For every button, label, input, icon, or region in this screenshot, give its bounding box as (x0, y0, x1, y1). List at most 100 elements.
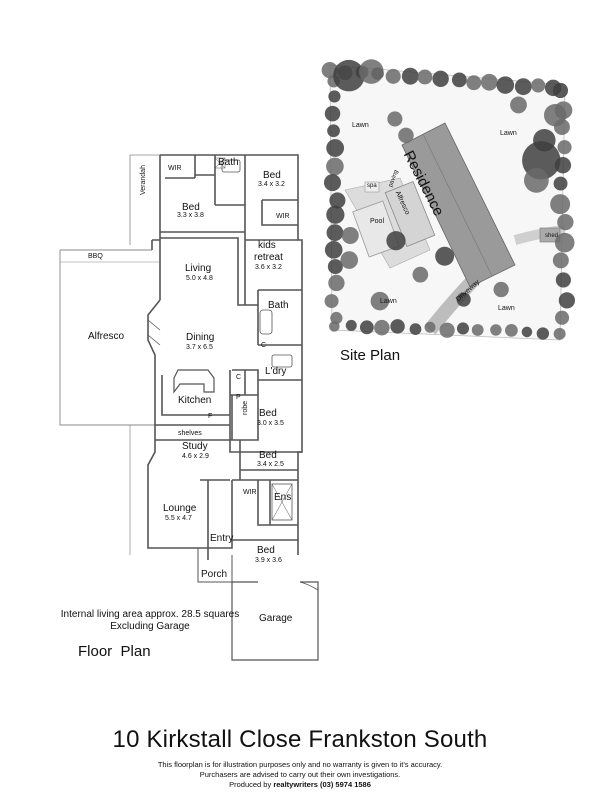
room-label-kids: kids (258, 240, 276, 251)
tree (324, 105, 341, 122)
room-label-dining: Dining (186, 332, 215, 343)
tree (386, 231, 406, 251)
tree (329, 192, 346, 209)
tree (385, 68, 401, 84)
bbq-label: BBQ (88, 253, 103, 260)
tree (439, 322, 455, 338)
room-label-bath-mid: Bath (268, 300, 289, 311)
room-label-wir-ens: WIR (243, 489, 257, 496)
tree (557, 140, 572, 155)
tree (555, 272, 571, 288)
area-note-line1: Internal living area approx. 28.5 square… (60, 609, 240, 620)
tree (424, 321, 436, 333)
verandah-label: Verandah (140, 165, 147, 195)
tree (432, 70, 449, 88)
producer-credit: Produced by realtywriters (03) 5974 1586 (0, 780, 600, 790)
alfresco-outline (59, 249, 160, 426)
property-address: 10 Kirkstall Close Frankston South (112, 726, 488, 753)
room-label-garage: Garage (259, 613, 293, 624)
tree (558, 292, 576, 309)
disclaimer-line1: This floorplan is for illustration purpo… (157, 760, 443, 769)
tree (401, 67, 419, 85)
house-outer-wall (147, 154, 303, 560)
tree (456, 322, 470, 335)
tree (471, 324, 484, 336)
room-dims-bed-mid: 3.0 x 3.5 (257, 420, 284, 427)
tree (514, 78, 532, 96)
tree (326, 205, 345, 224)
tree (324, 294, 339, 309)
garage-outline (231, 581, 319, 661)
room-label-bed-mid: Bed (259, 408, 277, 419)
tree (330, 311, 343, 325)
site-label-lawn-top-right: Lawn (500, 130, 517, 137)
tree (554, 232, 575, 253)
tree (345, 319, 357, 331)
tree (533, 129, 556, 152)
tree (323, 174, 341, 192)
robe-label: robe (242, 400, 249, 415)
tree (327, 259, 343, 275)
tree (328, 90, 341, 103)
tree (390, 319, 405, 334)
tree (557, 214, 574, 231)
tree (490, 324, 502, 336)
site-label-pool: Pool (370, 218, 385, 225)
tree (359, 320, 374, 335)
tree (435, 246, 455, 266)
tree (466, 75, 482, 91)
site-label-lawn-bottom-right: Lawn (498, 305, 515, 312)
disclaimer-line2: Purchasers are advised to carry out thei… (199, 770, 401, 779)
cupboard-label-c1: C (261, 342, 267, 349)
floor-plan-caption: Floor Plan (78, 643, 151, 660)
fridge-label: F (208, 413, 213, 420)
tree (417, 69, 433, 85)
tree (521, 326, 533, 338)
site-plan (321, 59, 576, 341)
room-label-alfresco: Alfresco (88, 331, 125, 342)
tree (340, 251, 359, 269)
verandah-outline (129, 154, 160, 245)
room-label-bed-lower: Bed (259, 450, 277, 461)
room-label-wir-right: WIR (276, 213, 290, 220)
tree (504, 323, 518, 337)
room-label-ensuite: Ens (274, 492, 292, 503)
room-label-retreat: retreat (254, 252, 283, 263)
room-dims-bed-top-right: 3.4 x 3.2 (258, 181, 285, 188)
site-label-shed: shed (545, 233, 559, 239)
tree (553, 327, 566, 340)
tree (552, 82, 569, 99)
room-dims-bed-top-left: 3.3 x 3.8 (177, 212, 204, 219)
tree (341, 226, 359, 245)
tree (398, 127, 414, 144)
tree (451, 72, 467, 88)
tree (480, 73, 498, 91)
room-label-lounge: Lounge (163, 503, 197, 514)
producer-phone: (03) 5974 1586 (317, 780, 371, 789)
tree (412, 266, 429, 283)
room-label-living: Living (185, 263, 212, 274)
room-label-kitchen: Kitchen (178, 395, 212, 406)
room-dims-dining: 3.7 x 6.5 (186, 344, 213, 351)
tree (409, 323, 422, 336)
room-label-bed-bottom: Bed (257, 545, 275, 556)
tree (531, 78, 546, 93)
tree (543, 104, 567, 127)
room-label-porch: Porch (201, 569, 228, 580)
room-label-bed-top-right: Bed (263, 170, 281, 181)
tree (456, 292, 471, 307)
site-label-lawn-top-left: Lawn (352, 122, 369, 129)
pantry-label: P (236, 394, 241, 401)
tree (387, 111, 403, 127)
room-dims-bed-lower: 3.4 x 2.5 (257, 461, 284, 468)
tree (374, 319, 390, 336)
room-dims-kids-retreat: 3.6 x 3.2 (255, 264, 282, 271)
tree (324, 241, 343, 259)
room-label-bath-top: Bath (218, 157, 239, 168)
tree (554, 310, 570, 325)
site-label-lawn-bottom-left: Lawn (380, 298, 397, 305)
tree (550, 194, 571, 215)
room-label-entry: Entry (210, 533, 234, 544)
area-note: Internal living area approx. 28.5 square… (30, 609, 270, 633)
